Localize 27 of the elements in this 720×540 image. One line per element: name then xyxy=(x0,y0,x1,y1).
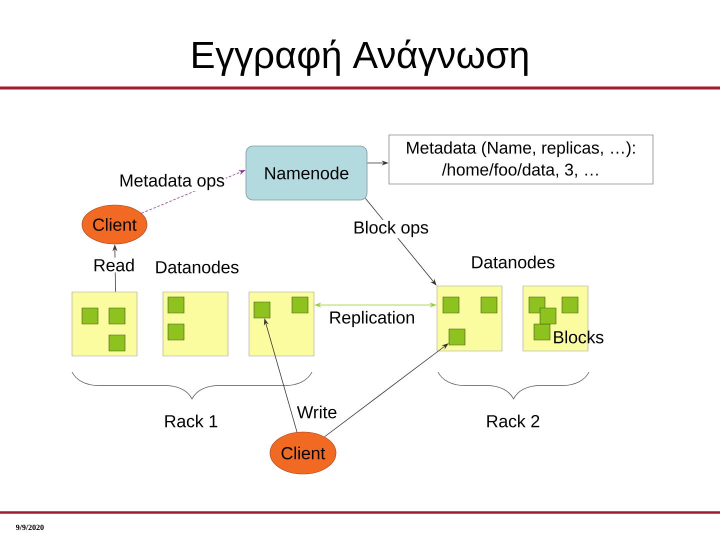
data-block xyxy=(108,334,126,352)
edge-label: Replication xyxy=(328,310,416,328)
namenode-box: Namenode xyxy=(246,146,368,200)
edge-label: Write xyxy=(296,404,338,420)
data-block xyxy=(292,296,308,314)
edge-label: Block ops xyxy=(352,220,430,238)
block-label: Blocks xyxy=(554,330,604,344)
group-label: Datanodes xyxy=(472,256,555,268)
data-block xyxy=(108,308,126,324)
rack-label: Rack 1 xyxy=(165,414,218,428)
data-block xyxy=(254,302,270,318)
data-block xyxy=(562,296,578,314)
data-block xyxy=(82,308,98,324)
edge-label: Read xyxy=(92,258,136,272)
group-label: Datanodes xyxy=(156,260,239,274)
rack-label: Rack 2 xyxy=(487,414,540,428)
data-block xyxy=(534,324,550,340)
slide-title: Εγγραφή Ανάγνωση xyxy=(193,39,528,76)
data-block xyxy=(448,328,466,346)
edge-label: Metadata ops xyxy=(118,172,226,192)
metadata-box: Metadata (Name, replicas, …): /home/foo/data, 3, … xyxy=(388,134,654,184)
data-block xyxy=(168,296,184,314)
data-block xyxy=(480,296,498,314)
data-block xyxy=(540,308,556,324)
data-block xyxy=(168,324,184,340)
data-block xyxy=(442,296,460,314)
data-block xyxy=(528,296,546,314)
